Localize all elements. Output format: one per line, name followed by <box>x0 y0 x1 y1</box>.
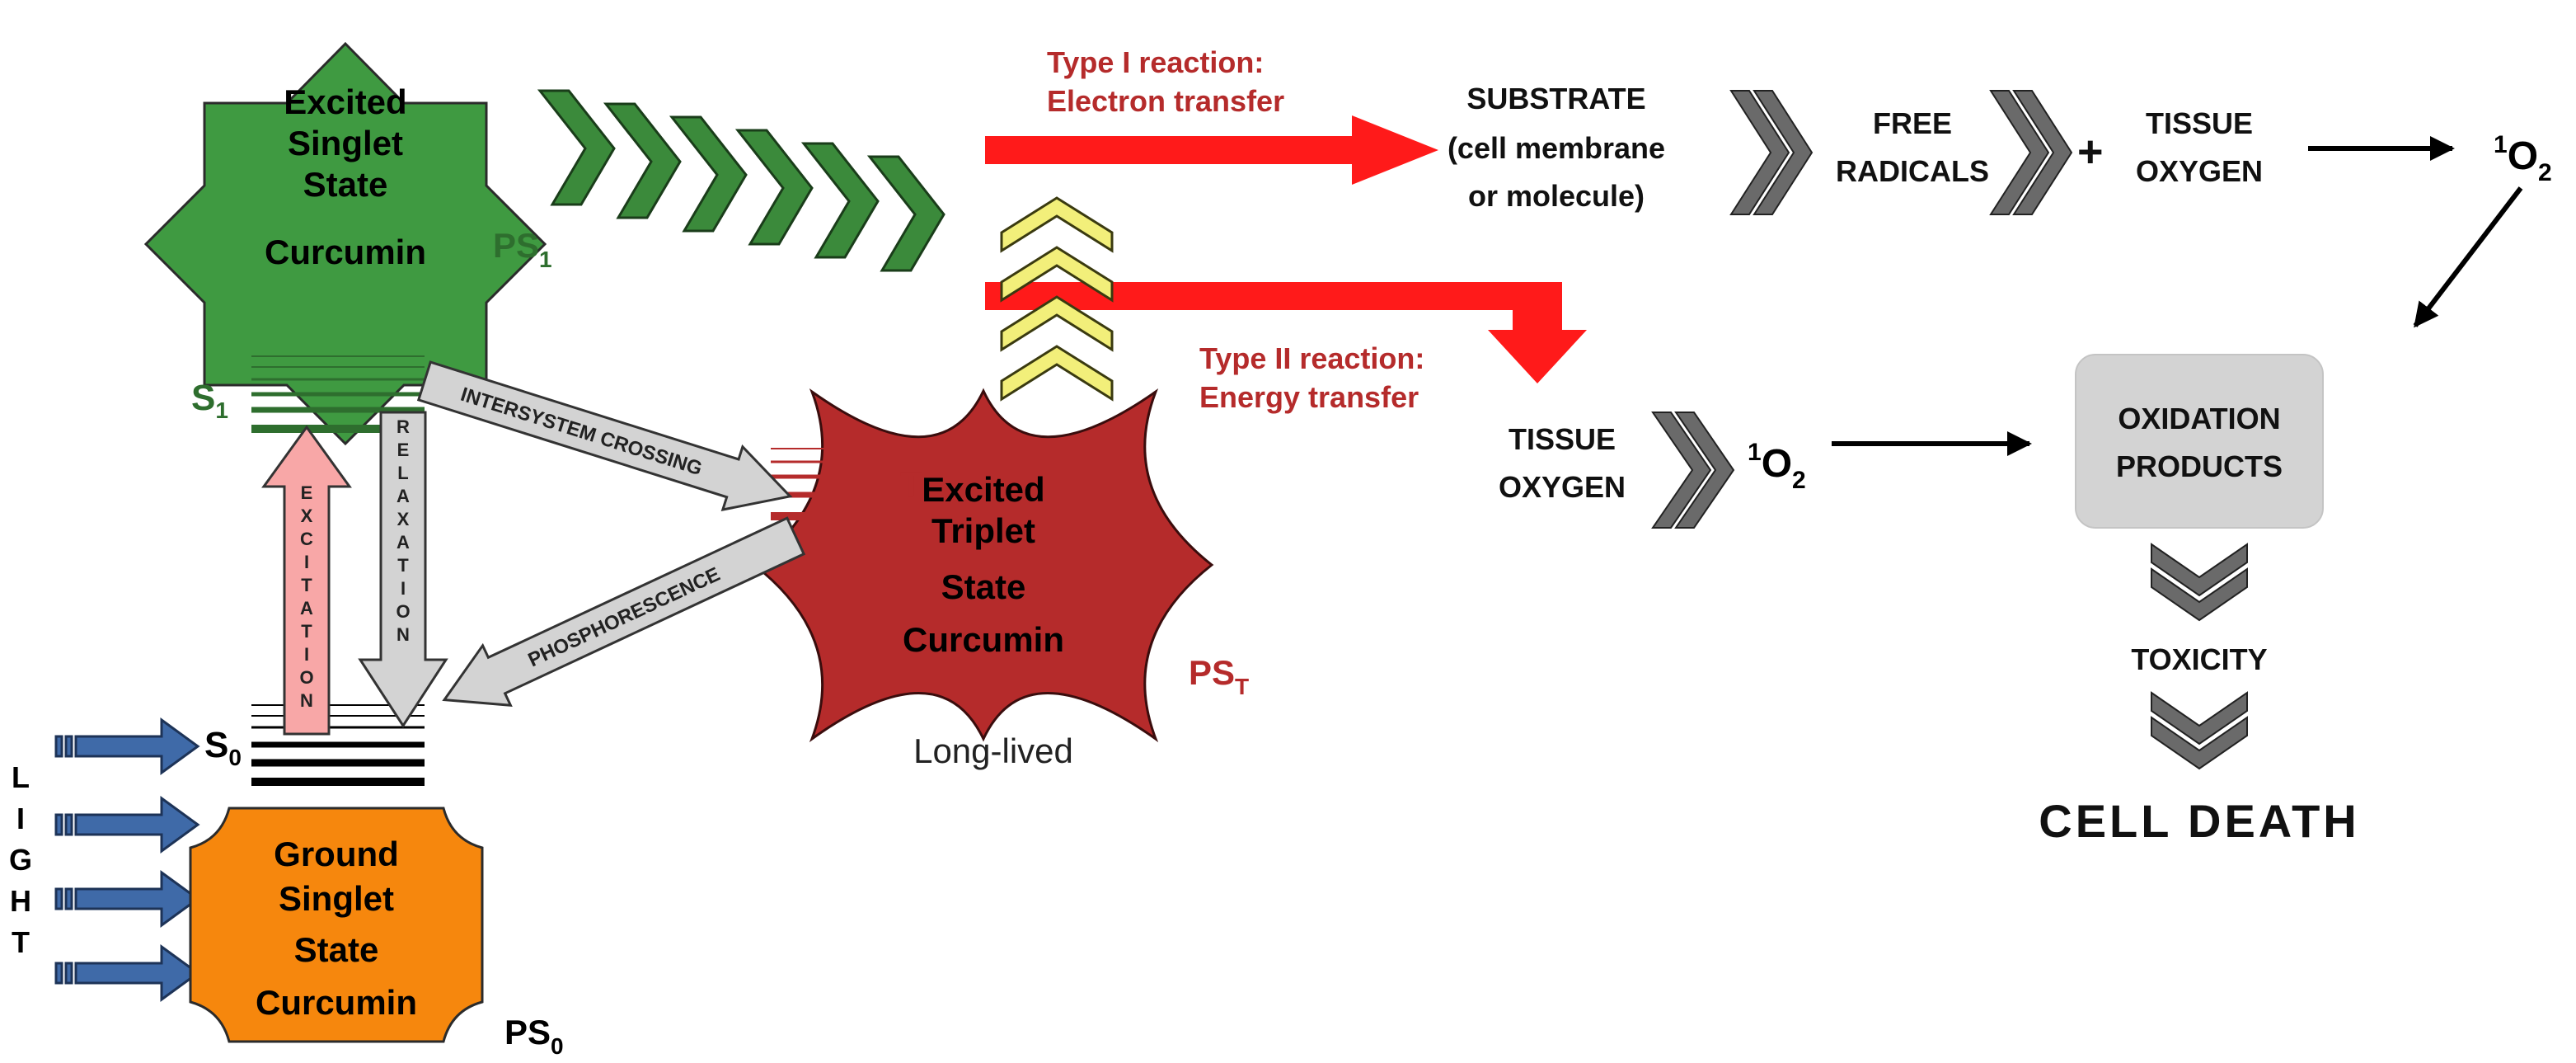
pst-shape-line3: State <box>941 567 1026 606</box>
phosphorescence-arrow: PHOSPHORESCENCE <box>442 516 806 708</box>
t-label: T <box>900 464 922 505</box>
excitation-letter: A <box>300 598 313 619</box>
toxicity-label: TOXICITY <box>2131 642 2267 676</box>
ps1-shape-line4: Curcumin <box>265 233 426 271</box>
pst-label: PST <box>1189 653 1249 699</box>
oxidation-line1: OXIDATION <box>2118 402 2280 435</box>
relaxation-letter: L <box>397 463 408 483</box>
singlet-oxygen-1: 1O2 <box>2494 131 2552 186</box>
light-arrow <box>54 717 200 775</box>
ps1-shape-line3: State <box>303 165 388 204</box>
light-letter: H <box>10 884 31 918</box>
light-arrow <box>54 796 200 854</box>
double-chevron-2 <box>1989 90 2073 215</box>
green-chevrons <box>537 89 945 272</box>
excitation-letter: I <box>304 552 309 572</box>
light-letter: I <box>16 802 25 835</box>
excitation-arrow <box>261 425 352 736</box>
double-chevron-3 <box>1651 412 1735 529</box>
relaxation-letter: R <box>396 416 410 437</box>
light-letter: L <box>12 760 30 794</box>
tissue-oxygen-1-line1: TISSUE <box>2146 106 2253 140</box>
excited-triplet-shape: Excited Triplet State Curcumin <box>752 388 1214 743</box>
ps0-shape-line4: Curcumin <box>256 983 417 1022</box>
type2-line2: Energy transfer <box>1199 380 1419 414</box>
light-label: L I G H T <box>9 760 32 959</box>
ps0-shape-line3: State <box>294 930 379 969</box>
substrate-line1: SUBSTRATE <box>1466 82 1645 115</box>
ps0-shape-line2: Singlet <box>279 879 394 918</box>
excitation-label: E X C I T A T I O N <box>299 482 313 711</box>
pst-note: Long-lived <box>913 731 1073 770</box>
substrate-line2: (cell membrane <box>1448 131 1665 165</box>
phosphorescence-label: PHOSPHORESCENCE <box>525 563 724 672</box>
excitation-letter: T <box>301 575 312 595</box>
t-levels <box>771 448 889 520</box>
ps1-label: PS1 <box>493 226 552 272</box>
oxidation-line2: PRODUCTS <box>2116 449 2283 483</box>
plus-sign: + <box>2077 127 2104 176</box>
intersystem-crossing-arrow: INTERSYSTEM CROSSING <box>416 360 793 511</box>
oxidation-products-box: OXIDATION PRODUCTS <box>2075 354 2324 529</box>
relaxation-letter: T <box>397 555 409 576</box>
light-arrow <box>54 870 200 928</box>
excitation-letter: C <box>300 529 313 549</box>
relaxation-letter: A <box>396 486 410 506</box>
relaxation-letter: E <box>397 440 410 460</box>
ps1-shape-line1: Excited <box>284 82 406 121</box>
pst-shape-line1: Excited <box>922 470 1044 509</box>
down-chevron-2 <box>2151 691 2248 770</box>
excitation-letter: E <box>301 482 313 503</box>
relaxation-letter: N <box>396 624 410 645</box>
tissue-oxygen-2-line2: OXYGEN <box>1499 470 1626 504</box>
ps0-label: PS0 <box>504 1013 564 1059</box>
excitation-letter: N <box>300 690 313 711</box>
tissue-oxygen-2-text: TISSUE OXYGEN <box>1499 422 1626 504</box>
type1-line1: Type I reaction: <box>1047 45 1264 79</box>
singlet-oxygen-2: 1O2 <box>1748 439 1806 494</box>
s0-levels <box>251 704 425 786</box>
tissue-oxygen-2-line1: TISSUE <box>1509 422 1616 456</box>
relaxation-arrow <box>358 411 448 728</box>
ps1-shape-line2: Singlet <box>288 124 403 162</box>
light-arrows <box>54 717 200 1002</box>
excitation-letter: X <box>301 506 313 526</box>
ps0-shape-line1: Ground <box>274 835 399 873</box>
excitation-letter: I <box>304 644 309 665</box>
type2-line1: Type II reaction: <box>1199 341 1424 375</box>
down-chevron-1 <box>2151 543 2248 622</box>
ground-singlet-shape: Ground Singlet State Curcumin <box>189 807 484 1043</box>
type2-arrow <box>985 282 1587 383</box>
light-arrow <box>54 944 200 1002</box>
double-chevron-1 <box>1729 90 1814 215</box>
free-radicals-line2: RADICALS <box>1836 154 1989 188</box>
substrate-text: SUBSTRATE (cell membrane or molecule) <box>1448 82 1665 213</box>
free-radicals-text: FREE RADICALS <box>1836 106 1989 188</box>
relaxation-letter: A <box>396 532 410 553</box>
relaxation-letter: O <box>396 601 410 622</box>
type1-arrow <box>985 115 1438 185</box>
light-letter: T <box>12 925 30 959</box>
excitation-letter: T <box>301 621 312 642</box>
pst-shape-line2: Triplet <box>931 511 1035 550</box>
yellow-chevrons <box>1000 196 1114 402</box>
intersystem-crossing-label: INTERSYSTEM CROSSING <box>458 383 705 481</box>
relaxation-letter: I <box>401 578 406 599</box>
cell-death-label: CELL DEATH <box>2039 795 2359 847</box>
light-letter: G <box>9 843 32 877</box>
s0-label: S0 <box>204 725 242 770</box>
pst-shape-line4: Curcumin <box>903 620 1064 659</box>
type1-line2: Electron transfer <box>1047 84 1284 118</box>
s1-label: S1 <box>191 378 228 423</box>
relaxation-label: R E L A X A T I O N <box>396 416 410 645</box>
relaxation-letter: X <box>397 509 410 529</box>
excitation-letter: O <box>299 667 313 688</box>
arrow-to-oxidation-1 <box>2413 186 2523 328</box>
substrate-line3: or molecule) <box>1468 179 1645 213</box>
tissue-oxygen-1-text: TISSUE OXYGEN <box>2136 106 2263 188</box>
free-radicals-line1: FREE <box>1873 106 1952 140</box>
tissue-oxygen-1-line2: OXYGEN <box>2136 154 2263 188</box>
excited-singlet-shape: Excited Singlet State Curcumin <box>143 41 547 446</box>
